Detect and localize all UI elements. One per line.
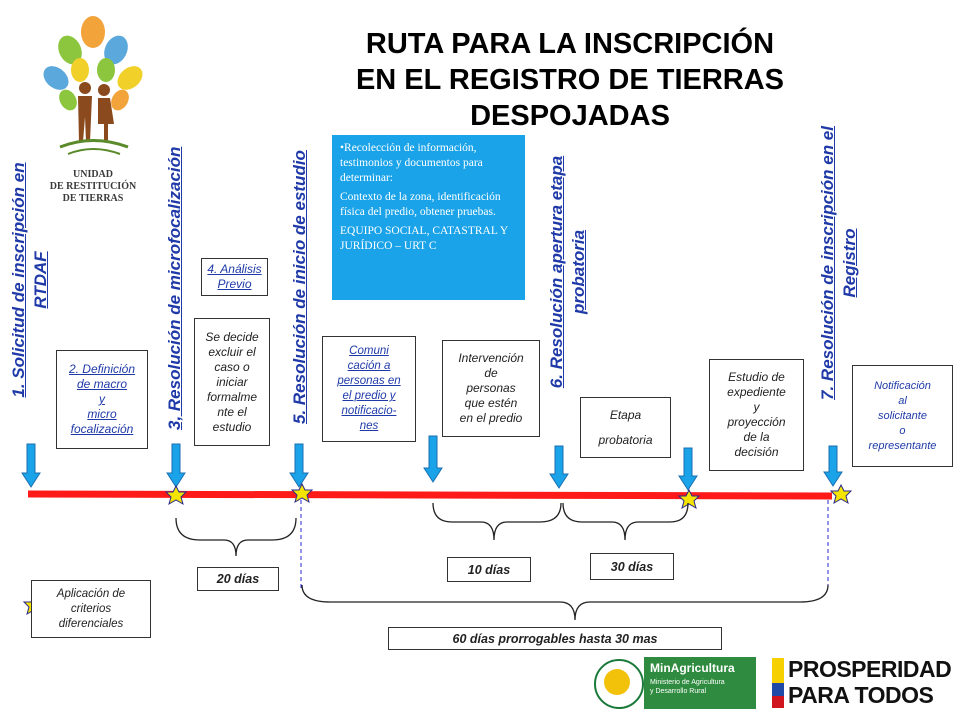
star-7 — [677, 488, 701, 510]
step-1-label: 1. Solicitud de inscripción en RTDAF — [9, 162, 50, 398]
box-analisis-previo: 4. Análisis Previo — [201, 258, 268, 296]
days-20: 20 días — [197, 567, 279, 591]
box-notificacion: Notificación al solicitante o representa… — [852, 365, 953, 467]
box-comunicacion: Comuni cación a personas en el predio y … — [322, 336, 416, 442]
arrow-3 — [166, 443, 186, 488]
logo-line-3: DE TIERRAS — [62, 193, 124, 204]
minagricultura-logo: MinAgricultura Ministerio de Agricultura… — [590, 657, 758, 711]
logo-line-2: DE RESTITUCIÓN — [49, 181, 137, 192]
logo-line-1: UNIDAD — [73, 169, 113, 180]
legend-box: Aplicación de criterios diferenciales — [31, 580, 151, 638]
star-5 — [290, 482, 314, 504]
box-estudio-expediente: Estudio de expediente y proyección de la… — [709, 359, 804, 471]
title-line-3: DESPOJADAS — [470, 100, 670, 132]
brace-30 — [562, 502, 689, 541]
step-5-label: 5. Resolución de inicio de estudio — [290, 150, 309, 424]
arrow-7 — [823, 445, 843, 487]
star-3 — [164, 484, 188, 506]
box-intervencion: Intervención de personas que estén en el… — [442, 340, 540, 437]
days-30: 30 días — [590, 553, 674, 580]
urt-logo: UNIDAD DE RESTITUCIÓN DE TIERRAS — [38, 12, 148, 212]
info-text-2: Contexto de la zona, identificación físi… — [340, 191, 501, 218]
arrow-5 — [289, 443, 309, 488]
timeline-bar — [27, 490, 833, 500]
box-decide-excluir: Se decide excluir el caso o iniciar form… — [194, 318, 270, 446]
prosperidad-line-1: PROSPERIDAD — [788, 656, 952, 682]
brace-10 — [432, 502, 562, 541]
minagri-sub-1: Ministerio de Agricultura — [650, 679, 725, 686]
box-etapa-probatoria: Etapa probatoria — [580, 397, 671, 458]
prosperidad-logo: PROSPERIDAD PARA TODOS — [772, 656, 952, 712]
info-box-recoleccion: •Recolección de información, testimonios… — [332, 135, 525, 300]
arrow-1 — [21, 443, 41, 488]
info-text-3: EQUIPO SOCIAL, CATASTRAL Y JURÍDICO – UR… — [340, 225, 508, 252]
days-60: 60 días prorrogables hasta 30 mas — [388, 627, 722, 650]
prosperidad-line-2: PARA TODOS — [788, 682, 934, 708]
brace-60 — [301, 584, 829, 621]
step-6-label: 6. Resolución apertura etapa probatoria — [547, 155, 588, 389]
step-3-label: 3, Resolución de microfocalización — [165, 146, 184, 430]
title-line-1: RUTA PARA LA INSCRIPCIÓN — [365, 28, 775, 60]
page-title: RUTA PARA LA INSCRIPCIÓN EN EL REGISTRO … — [300, 26, 840, 134]
box-definicion: 2. Definición de macro y micro focalizac… — [56, 350, 148, 449]
arrow-estudio — [678, 447, 698, 491]
brace-20 — [175, 517, 297, 557]
info-text-1: •Recolección de información, testimonios… — [340, 142, 483, 184]
flag-stripes-icon — [772, 658, 784, 708]
tree-logo-icon — [43, 16, 143, 155]
minagri-name: MinAgricultura — [650, 661, 735, 675]
minagri-sub-2: y Desarrollo Rural — [650, 688, 707, 695]
star-end — [829, 483, 853, 505]
arrow-intervencion — [423, 435, 443, 483]
days-10: 10 días — [447, 557, 531, 582]
arrow-6 — [549, 445, 569, 489]
title-line-2: EN EL REGISTRO DE TIERRAS — [355, 64, 785, 96]
